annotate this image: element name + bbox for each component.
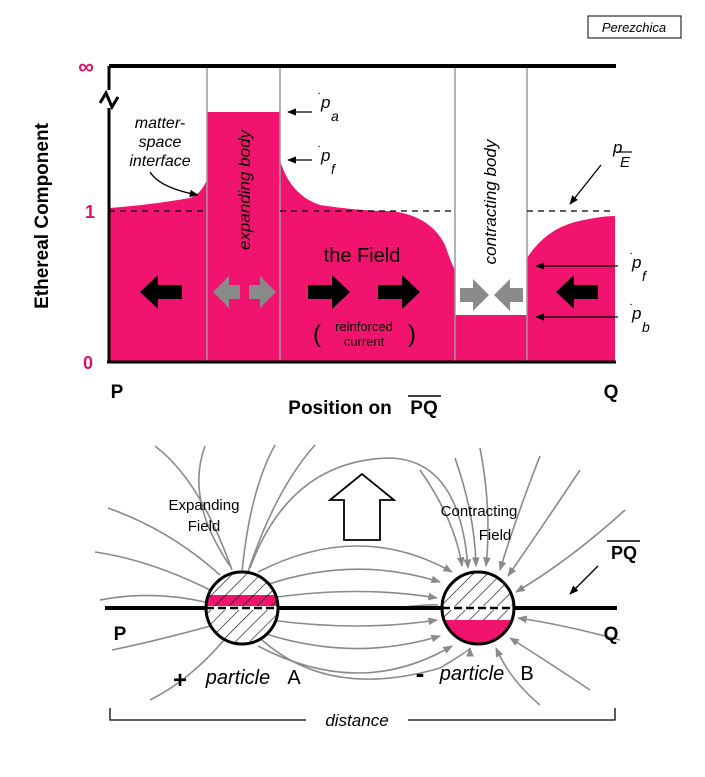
contraction-arrow-left <box>494 279 523 311</box>
credit-box: Perezchica <box>587 15 682 39</box>
contracting-field-line1: Contracting <box>441 503 518 520</box>
x-end-left: P <box>111 382 124 403</box>
contracting-field-line2: Field <box>479 527 512 544</box>
svg-text:p: p <box>631 304 641 323</box>
particle-b <box>440 570 516 646</box>
svg-text:p: p <box>320 146 330 165</box>
contracting-body-label: contracting body <box>481 138 500 264</box>
pb-label: ˙ p b <box>628 301 650 335</box>
pf2-label: ˙ p f <box>628 250 648 284</box>
svg-text:p: p <box>320 93 330 112</box>
svg-text:˙: ˙ <box>628 250 633 266</box>
y-axis <box>98 66 120 362</box>
pE-label: p E <box>612 138 632 171</box>
svg-text:b: b <box>642 319 650 335</box>
distance-bracket <box>109 708 616 721</box>
end-label-p: P <box>114 624 127 645</box>
svg-text:p: p <box>631 253 641 272</box>
paren-open: ( <box>313 321 321 348</box>
y-tick-zero: 0 <box>83 353 93 373</box>
end-label-q: Q <box>604 624 619 645</box>
interface-arrow <box>149 171 199 198</box>
particle-b-sign: - <box>416 658 425 688</box>
x-axis-segment: PQ <box>410 398 437 419</box>
particle-a <box>204 570 280 646</box>
reinforced-line1: reinforced <box>335 319 393 334</box>
right-flow-arrow-2 <box>378 275 420 309</box>
svg-text:f: f <box>642 268 648 284</box>
x-axis-title: Position on <box>288 398 391 419</box>
left-flow-arrow-1 <box>140 275 182 309</box>
svg-text:f: f <box>331 161 337 177</box>
y-tick-one: 1 <box>85 202 95 222</box>
expansion-arrow-left <box>213 276 240 308</box>
particle-a-sign: + <box>173 667 187 694</box>
svg-text:p: p <box>612 138 622 157</box>
distance-label: distance <box>325 711 388 730</box>
expanding-field-line2: Field <box>188 518 221 535</box>
pq-segment-label: PQ <box>611 543 637 563</box>
y-tick-infinity: ∞ <box>78 54 94 79</box>
pf-label: ˙ p f <box>316 143 337 177</box>
particle-a-word: particle <box>205 667 270 689</box>
interface-line2: space <box>139 134 182 151</box>
x-end-right: Q <box>604 382 619 403</box>
interface-label: matter- space interface <box>129 115 190 170</box>
field-diagram: Expanding Field Contracting Field PQ P Q… <box>94 444 640 730</box>
svg-text:˙: ˙ <box>316 143 321 159</box>
reinforced-line2: current <box>344 334 385 349</box>
particle-b-letter: B <box>520 663 533 685</box>
paren-close: ) <box>408 321 416 348</box>
body-dividers <box>206 66 528 362</box>
field-region-middle <box>280 160 455 362</box>
pE-pointer-arrow <box>569 164 602 205</box>
interface-line1: matter- <box>135 115 185 132</box>
field-lines <box>94 444 626 706</box>
svg-text:˙: ˙ <box>316 90 321 106</box>
expanding-body-label: expanding body <box>235 128 254 250</box>
contracting-body-fill <box>455 315 527 362</box>
pa-label: ˙ p a <box>316 90 339 124</box>
particle-a-letter: A <box>287 667 301 689</box>
svg-text:E: E <box>620 154 631 171</box>
left-flow-arrow-2 <box>556 275 598 309</box>
expansion-arrow-right <box>249 276 276 308</box>
force-direction-arrow <box>327 472 397 541</box>
expanding-body-fill <box>207 112 280 362</box>
pq-pointer-arrow <box>569 565 599 595</box>
right-flow-arrow-1 <box>308 275 350 309</box>
contraction-arrow-right <box>460 279 489 311</box>
field-region-left <box>109 180 207 362</box>
credit-label: Perezchica <box>602 20 666 35</box>
y-axis-title: Ethereal Component <box>32 122 53 308</box>
expanding-field-line1: Expanding <box>169 497 240 514</box>
svg-text:˙: ˙ <box>628 301 633 317</box>
interface-line3: interface <box>129 153 190 170</box>
ethereal-chart: ∞ 1 0 Ethereal Component P Q Position on… <box>32 54 650 419</box>
the-field-label: the Field <box>324 245 401 267</box>
particle-b-word: particle <box>439 663 504 685</box>
svg-text:a: a <box>331 108 339 124</box>
